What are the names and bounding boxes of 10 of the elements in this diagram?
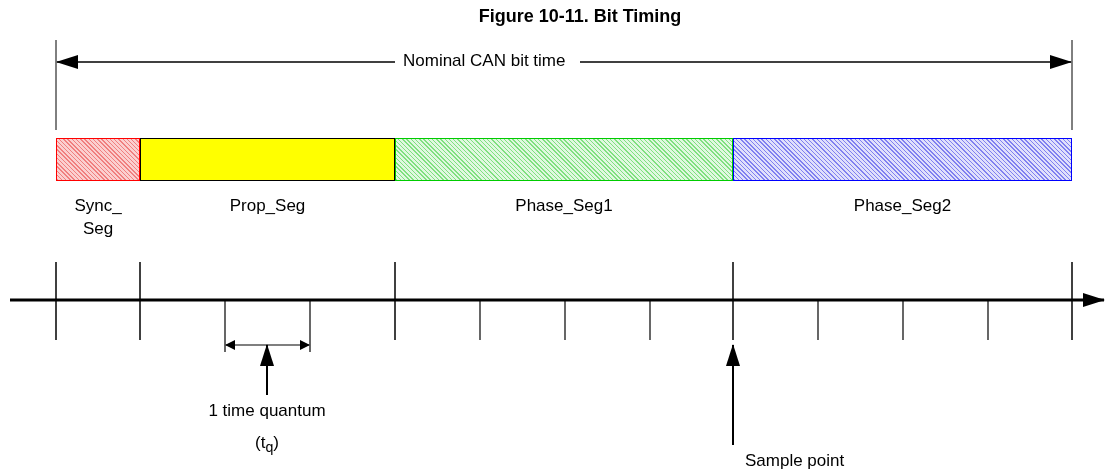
- figure-title: Figure 10-11. Bit Timing: [477, 6, 683, 27]
- callout-text: Sample point: [745, 451, 846, 471]
- arrow: [726, 344, 740, 446]
- arrow: [260, 344, 274, 396]
- segment-label: Phase_Seg2: [852, 195, 953, 217]
- callout-text: (t$_{q}$): [254, 433, 280, 456]
- segment-label: Sync_ Seg: [73, 195, 123, 240]
- segment-label: Phase_Seg1: [514, 195, 614, 217]
- callout-text: 1 time quantum: [207, 401, 327, 421]
- segment-label: Prop_Seg: [228, 195, 307, 217]
